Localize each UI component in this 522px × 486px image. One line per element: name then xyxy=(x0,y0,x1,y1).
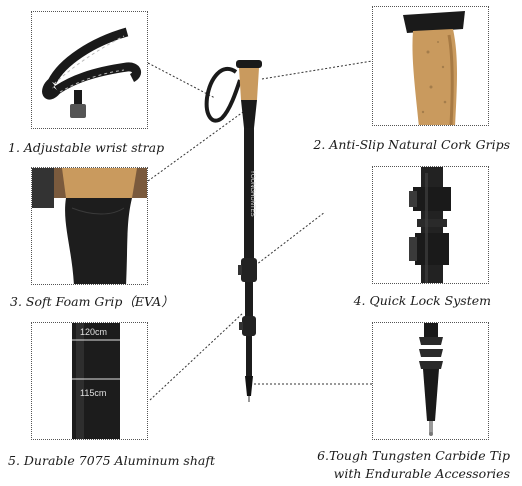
shaft-mark-lower: 115cm xyxy=(80,388,106,398)
pole-lock-1 xyxy=(241,258,257,282)
caption-foam: 3. Soft Foam Grip（EVA） xyxy=(10,294,174,309)
pole-cork-handle xyxy=(239,68,259,100)
tip-body xyxy=(423,369,439,421)
connector-strap xyxy=(147,62,216,99)
caption-lock: 4. Quick Lock System xyxy=(353,293,491,308)
foam-image xyxy=(32,168,147,284)
pole-lower-shaft xyxy=(246,336,252,376)
shaft-detail-box: 120cm 115cm xyxy=(31,322,148,440)
caption-tip-line1: 6.Tough Tungsten Carbide Tip xyxy=(317,448,510,463)
lock-image xyxy=(409,167,451,283)
connector-foam xyxy=(147,111,244,182)
pole-upper-shaft xyxy=(244,128,254,258)
pole-tip xyxy=(245,376,253,396)
foam-grip-shape xyxy=(65,198,132,284)
pole-brand: YOUNGHUNTES xyxy=(249,170,255,217)
strap-detail-box xyxy=(31,11,148,129)
cork-image xyxy=(403,11,465,125)
pole-foam-grip xyxy=(241,100,257,128)
strap-image xyxy=(42,27,142,118)
caption-shaft: 5. Durable 7075 Aluminum shaft xyxy=(8,453,215,468)
pole-middle-shaft xyxy=(245,282,253,316)
tip-detail-box xyxy=(372,322,489,440)
caption-strap: 1. Adjustable wrist strap xyxy=(8,140,165,155)
trekking-pole: YOUNGHUNTES xyxy=(204,60,262,402)
shaft-image: 120cm 115cm xyxy=(72,323,120,439)
pole-lock-2 xyxy=(242,316,256,336)
cork-grip-shape xyxy=(412,29,457,125)
foam-detail-box xyxy=(31,167,148,285)
pole-strap xyxy=(204,67,242,123)
lock-detail-box xyxy=(372,166,489,284)
connector-lock xyxy=(251,211,326,269)
cork-detail-box xyxy=(372,6,489,126)
connector-cork xyxy=(261,60,373,80)
caption-tip-line2: with Endurable Accessories xyxy=(333,466,510,481)
tip-image xyxy=(419,323,443,436)
connector-shaft xyxy=(149,312,244,401)
shaft-mark-upper: 120cm xyxy=(80,327,107,337)
caption-cork: 2. Anti-Slip Natural Cork Grips xyxy=(313,137,510,152)
